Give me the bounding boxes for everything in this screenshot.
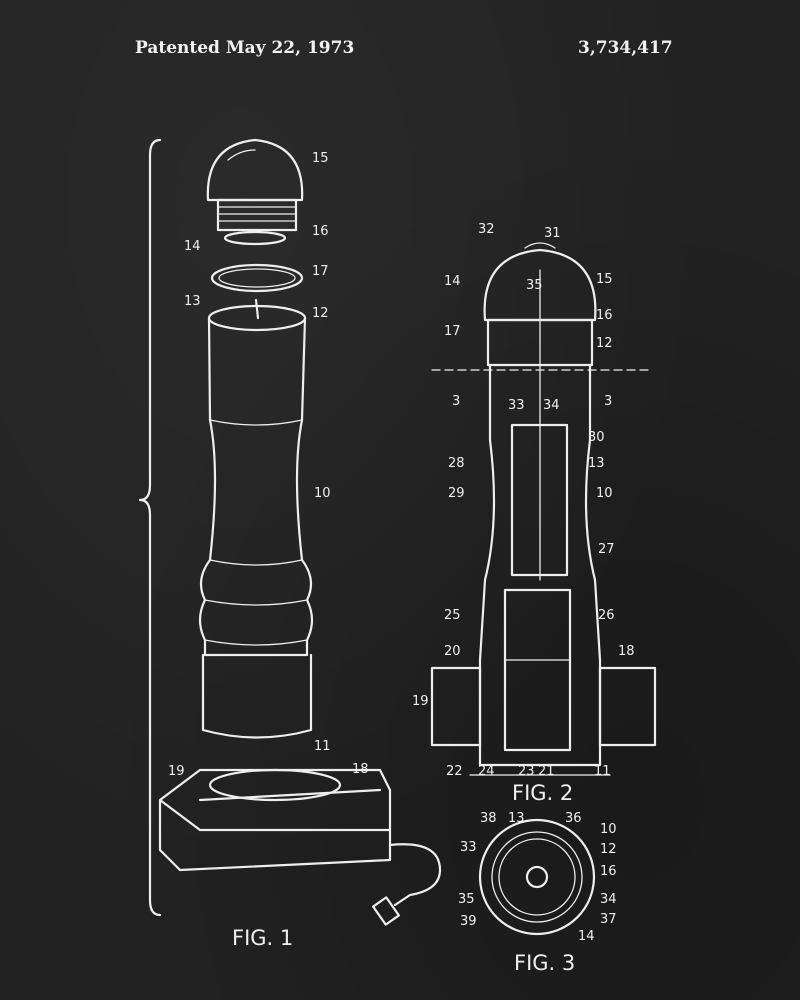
label: 19 xyxy=(412,694,429,709)
label: 10 xyxy=(314,486,331,501)
patent-date: Patented May 22, 1973 xyxy=(135,38,355,58)
label: 21 xyxy=(538,764,555,779)
label: 20 xyxy=(444,644,461,659)
label: 26 xyxy=(598,608,615,623)
fig3-labels: 38 13 36 10 12 16 33 35 34 39 37 14 xyxy=(458,811,617,944)
label: 10 xyxy=(600,822,617,837)
label: 33 xyxy=(508,398,525,413)
fig2-cross-section xyxy=(430,242,657,776)
label: 13 xyxy=(588,456,605,471)
fig1-labels: 15 16 14 17 13 12 10 11 19 18 xyxy=(168,151,369,779)
label: 16 xyxy=(596,308,613,323)
label: 13 xyxy=(184,294,201,309)
section-marker: 3 xyxy=(604,394,612,409)
label: 28 xyxy=(448,456,465,471)
label: 14 xyxy=(184,239,201,254)
label: 34 xyxy=(600,892,617,907)
label: 12 xyxy=(600,842,617,857)
cap-thread xyxy=(216,198,298,232)
fig2-caption: FIG. 2 xyxy=(512,781,573,805)
fig1-caption: FIG. 1 xyxy=(232,926,293,950)
label: 27 xyxy=(598,542,615,557)
motor-battery xyxy=(503,588,572,752)
label: 30 xyxy=(588,430,605,445)
label: 11 xyxy=(314,739,331,754)
power-cord xyxy=(388,843,442,907)
stand xyxy=(158,768,392,872)
label: 12 xyxy=(312,306,329,321)
label: 39 xyxy=(460,914,477,929)
body xyxy=(198,316,314,657)
fig2-labels: 32 31 14 35 15 17 16 12 3 33 34 3 30 28 … xyxy=(412,222,635,779)
plug xyxy=(372,896,400,926)
fig3-caption: FIG. 3 xyxy=(514,951,575,975)
label: 36 xyxy=(565,811,582,826)
grinder-part xyxy=(223,230,287,246)
cap-dome xyxy=(206,138,304,202)
label: 38 xyxy=(480,811,497,826)
label: 18 xyxy=(618,644,635,659)
label: 24 xyxy=(478,764,495,779)
label: 15 xyxy=(596,272,613,287)
label: 35 xyxy=(458,892,475,907)
label: 23 xyxy=(518,764,535,779)
label: 10 xyxy=(596,486,613,501)
label: 17 xyxy=(312,264,329,279)
fig1-pepper-mill xyxy=(158,138,442,926)
body-base xyxy=(201,653,313,739)
label: 14 xyxy=(444,274,461,289)
label: 17 xyxy=(444,324,461,339)
patent-number: 3,734,417 xyxy=(578,38,673,58)
label: 12 xyxy=(596,336,613,351)
label: 37 xyxy=(600,912,617,927)
fig3-top-section xyxy=(478,818,596,936)
stand-hole xyxy=(208,768,342,802)
label: 15 xyxy=(312,151,329,166)
label: 11 xyxy=(594,764,611,779)
label: 18 xyxy=(352,762,369,777)
label: 14 xyxy=(578,929,595,944)
label: 32 xyxy=(478,222,495,237)
label: 33 xyxy=(460,840,477,855)
label: 19 xyxy=(168,764,185,779)
label: 16 xyxy=(600,864,617,879)
label: 16 xyxy=(312,224,329,239)
label: 34 xyxy=(543,398,560,413)
label: 22 xyxy=(446,764,463,779)
label: 25 xyxy=(444,608,461,623)
ring xyxy=(210,263,304,293)
figure-bracket xyxy=(138,138,162,917)
label: 13 xyxy=(508,811,525,826)
label: 31 xyxy=(544,226,561,241)
section-marker: 3 xyxy=(452,394,460,409)
label: 35 xyxy=(526,278,543,293)
label: 29 xyxy=(448,486,465,501)
